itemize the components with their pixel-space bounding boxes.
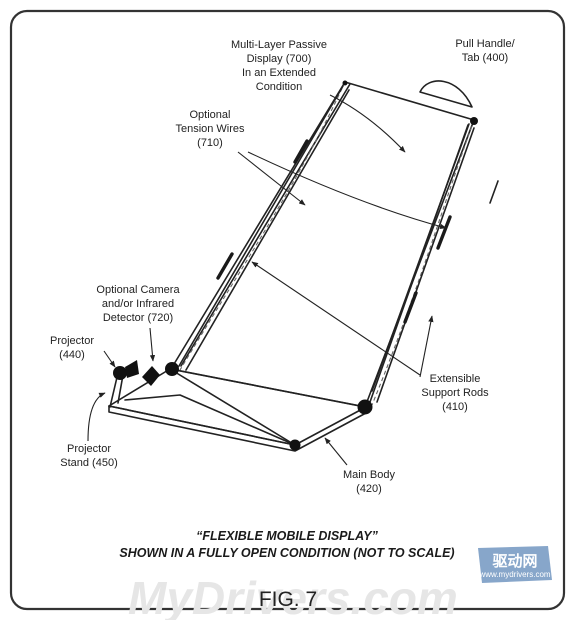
watermark-badge-text: 驱动网 <box>492 552 537 570</box>
label-tension-line2: Tension Wires <box>175 123 245 135</box>
caption-line2: SHOWN IN A FULLY OPEN CONDITION (NOT TO … <box>119 546 454 560</box>
label-display-line1: Multi-Layer Passive <box>231 39 327 51</box>
caption-line1: “FLEXIBLE MOBILE DISPLAY” <box>196 529 378 543</box>
label-camera-line3: Detector (720) <box>103 312 173 324</box>
label-stand-line2: Stand (450) <box>60 457 117 469</box>
label-camera-line2: and/or Infrared <box>102 298 174 310</box>
watermark-badge: 驱动网 www.mydrivers.com <box>478 546 552 583</box>
label-stand-line1: Projector <box>67 443 111 455</box>
label-display-line3: In an Extended <box>242 67 316 79</box>
watermark-text: MyDrivers.com <box>128 572 458 620</box>
camera-infrared-detector <box>142 366 160 386</box>
label-camera-line1: Optional Camera <box>96 284 180 296</box>
label-rods-line2: Support Rods <box>421 387 489 399</box>
label-display-line2: Display (700) <box>247 53 312 65</box>
projector-lens <box>125 360 139 378</box>
tension-wires <box>179 81 475 406</box>
hinge-joint-front <box>289 439 301 451</box>
panel-corner-top-right <box>470 117 478 125</box>
label-body-line2: (420) <box>356 483 382 495</box>
label-pull-line2: Tab (400) <box>462 52 508 64</box>
label-tension-line1: Optional <box>190 109 231 121</box>
pull-handle-tab <box>419 80 473 108</box>
hinge-joint-right <box>357 399 373 415</box>
label-projector-line1: Projector <box>50 335 94 347</box>
label-rods-line1: Extensible <box>430 373 481 385</box>
label-tension-line3: (710) <box>197 137 223 149</box>
figure-label: FIG. 7 <box>259 588 317 611</box>
label-projector-line2: (440) <box>59 349 85 361</box>
label-body-line1: Main Body <box>343 469 395 481</box>
extensible-support-rods <box>178 85 499 403</box>
projector-440 <box>113 366 127 380</box>
watermark-badge-url: www.mydrivers.com <box>478 570 550 579</box>
figure-border <box>9 9 566 611</box>
label-display-line4: Condition <box>256 81 302 93</box>
label-rods-line3: (410) <box>442 401 468 413</box>
label-pull-line1: Pull Handle/ <box>455 38 515 50</box>
leader-arrows <box>87 94 447 466</box>
panel-corner-top-left <box>342 80 348 86</box>
hinge-joint-left <box>165 362 179 376</box>
